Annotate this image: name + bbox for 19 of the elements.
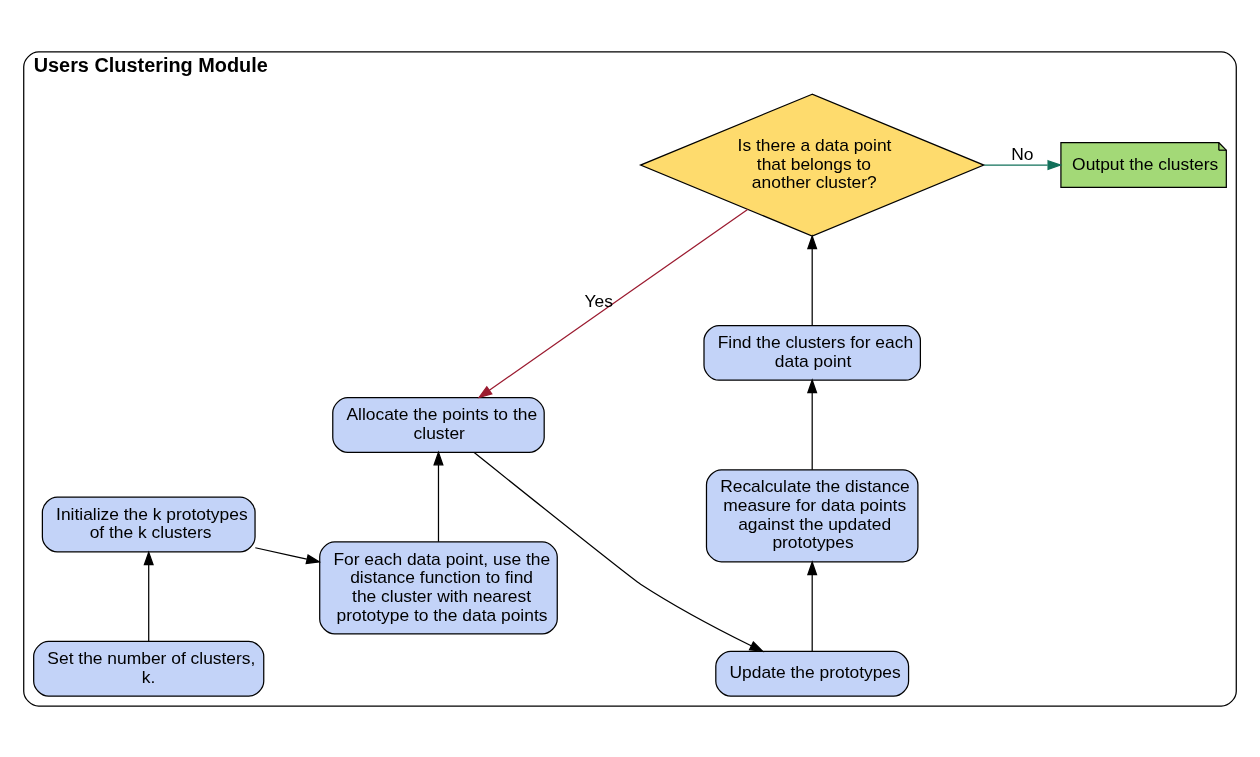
arrow bbox=[983, 159, 1063, 170]
arrow bbox=[806, 233, 818, 326]
node-box: Initialize the k prototypes of the k clusters bbox=[41, 496, 256, 552]
node-box: Allocate the points to the cluster bbox=[332, 396, 545, 453]
node-box: Find the clusters for each data point bbox=[703, 324, 921, 381]
arrow bbox=[477, 208, 749, 398]
edge-label: No bbox=[1011, 143, 1034, 164]
arrow bbox=[254, 546, 322, 564]
node-box: Set the number of clusters, k. bbox=[33, 640, 265, 697]
node-box: Recalculate the distance measure for data points against the updated prototypes bbox=[705, 468, 919, 562]
arrow bbox=[806, 559, 818, 652]
node-diamond: Is there a data point that belongs to another cluster? bbox=[638, 93, 986, 237]
arrow bbox=[473, 451, 765, 652]
node-box: Update the prototypes bbox=[715, 650, 910, 697]
edge-label: Yes bbox=[584, 290, 614, 311]
node-box: For each data point, use the distance function to find the cluster with nearest prototype to the data points bbox=[319, 540, 558, 635]
arrow bbox=[433, 450, 444, 542]
arrow bbox=[143, 549, 154, 642]
arrow bbox=[806, 377, 818, 470]
